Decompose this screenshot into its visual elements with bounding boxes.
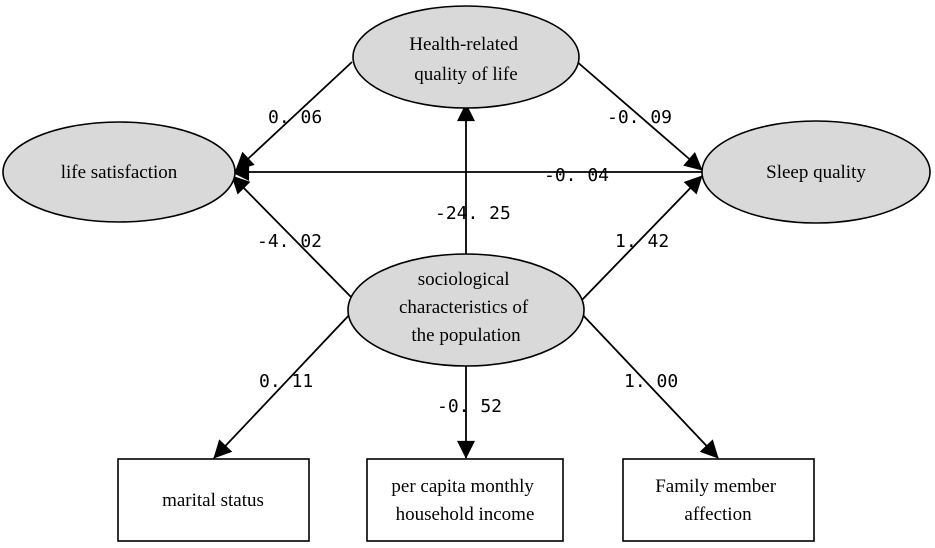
label-hrqol-sleep: -0. 09 bbox=[607, 107, 672, 128]
edge-socio-to-family bbox=[579, 311, 719, 459]
svg-text:marital status: marital status bbox=[162, 490, 264, 511]
node-socio-line-1: sociological bbox=[418, 269, 510, 290]
edge-socio-to-sleep bbox=[579, 175, 703, 303]
edge-hrqol-to-life bbox=[235, 61, 353, 171]
node-income-line-1: per capita monthly bbox=[391, 476, 534, 497]
label-socio-marital: 0. 11 bbox=[259, 371, 313, 392]
node-sociological: sociological characteristics of the popu… bbox=[347, 253, 585, 367]
edge-labels: 0. 06 -0. 09 -0. 04 -24. 25 -4. 02 1. 42… bbox=[257, 107, 678, 417]
edge-socio-to-life bbox=[231, 175, 353, 299]
node-life-satisfaction: life satisfaction bbox=[2, 121, 236, 223]
node-family-shape bbox=[622, 458, 815, 542]
label-socio-sleep: 1. 42 bbox=[615, 231, 669, 252]
svg-text:Family member affection: Family member affection bbox=[655, 476, 781, 525]
node-marital-shape bbox=[117, 458, 310, 542]
edges bbox=[213, 59, 719, 459]
node-sleep-quality: Sleep quality bbox=[701, 120, 931, 224]
node-hrqol-shape bbox=[352, 5, 580, 109]
edge-hrqol-to-sleep bbox=[574, 59, 703, 171]
node-hrqol-line-2: quality of life bbox=[414, 64, 517, 85]
node-sleep-shape bbox=[701, 120, 931, 224]
label-hrqol-life: 0. 06 bbox=[268, 107, 322, 128]
node-income-line-2: household income bbox=[396, 504, 535, 525]
label-socio-hrqol: -24. 25 bbox=[435, 203, 511, 224]
node-life-line-1: life satisfaction bbox=[61, 162, 178, 183]
node-life-shape bbox=[2, 121, 236, 223]
node-income-shape bbox=[366, 458, 564, 542]
svg-text:Sleep quality: Sleep quality bbox=[766, 162, 866, 183]
node-family-line-2: affection bbox=[684, 504, 752, 525]
svg-text:life satisfaction: life satisfaction bbox=[61, 162, 178, 183]
node-family-line-1: Family member bbox=[655, 476, 777, 497]
node-socio-line-3: the population bbox=[411, 325, 521, 346]
label-sleep-life: -0. 04 bbox=[544, 165, 609, 186]
label-socio-income: -0. 52 bbox=[437, 396, 502, 417]
node-socio-shape bbox=[347, 253, 585, 367]
label-socio-life: -4. 02 bbox=[257, 231, 322, 252]
svg-text:Health-related quality o: Health-related quality of life bbox=[409, 34, 522, 85]
edge-socio-to-marital bbox=[213, 311, 353, 459]
node-family-affection: Family member affection bbox=[622, 458, 815, 542]
node-hrqol: Health-related quality of life bbox=[352, 5, 580, 109]
node-marital-status: marital status bbox=[117, 458, 310, 542]
node-socio-line-2: characteristics of bbox=[399, 297, 529, 318]
node-marital-line-1: marital status bbox=[162, 490, 264, 511]
node-hrqol-line-1: Health-related bbox=[409, 34, 518, 55]
svg-text:sociological characteris: sociological characteristics of the popu… bbox=[399, 269, 533, 346]
label-socio-family: 1. 00 bbox=[624, 371, 678, 392]
svg-text:per capita monthly house: per capita monthly household income bbox=[391, 476, 538, 525]
node-sleep-line-1: Sleep quality bbox=[766, 162, 866, 183]
node-income: per capita monthly household income bbox=[366, 458, 564, 542]
